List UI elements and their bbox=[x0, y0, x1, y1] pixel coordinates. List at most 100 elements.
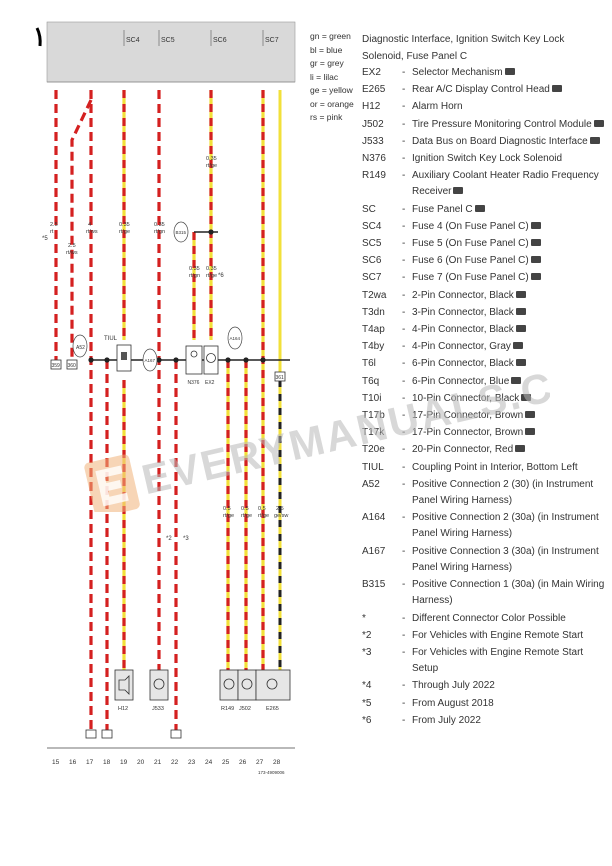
svg-text:0.35: 0.35 bbox=[189, 266, 200, 272]
legend-item: *-Different Connector Color Possible bbox=[362, 611, 608, 627]
legend-description: Rear A/C Display Control Head bbox=[412, 82, 608, 98]
legend-description: 4-Pin Connector, Gray bbox=[412, 339, 608, 355]
legend-code: *2 bbox=[362, 629, 372, 641]
legend-description: 4-Pin Connector, Black bbox=[412, 322, 608, 338]
legend-dash: - bbox=[402, 118, 406, 130]
legend-code: TIUL bbox=[362, 461, 384, 473]
legend-description: Selector Mechanism bbox=[412, 65, 608, 81]
svg-text:16: 16 bbox=[69, 759, 77, 766]
page-corner-mark bbox=[35, 27, 42, 47]
location-icon bbox=[511, 376, 522, 384]
location-icon bbox=[504, 68, 515, 75]
svg-text:0.5: 0.5 bbox=[241, 506, 249, 512]
location-icon bbox=[512, 342, 523, 350]
location-icon bbox=[515, 325, 526, 333]
legend-description-text: Positive Connection 2 (30) (in Instrumen… bbox=[412, 478, 594, 507]
legend-description: Positive Connection 3 (30a) (in Instrume… bbox=[412, 544, 608, 576]
location-icon bbox=[515, 290, 526, 298]
legend-description-text: Fuse 5 (On Fuse Panel C) bbox=[412, 238, 529, 250]
fuse-label-sc6: SC6 bbox=[213, 37, 227, 44]
svg-text:rt/ge: rt/ge bbox=[258, 513, 269, 519]
legend-code: J502 bbox=[362, 118, 384, 130]
svg-text:N376: N376 bbox=[188, 380, 200, 386]
legend-description: For Vehicles with Engine Remote Start Se… bbox=[412, 645, 608, 677]
color-key-entry: gr = grey bbox=[310, 58, 344, 68]
svg-text:24: 24 bbox=[205, 759, 213, 766]
label-a164: A164 bbox=[230, 336, 241, 341]
fuse-label-sc4: SC4 bbox=[126, 37, 140, 44]
legend-description: Data Bus on Board Diagnostic Interface bbox=[412, 134, 608, 150]
location-icon bbox=[525, 411, 536, 419]
svg-text:rt/ws: rt/ws bbox=[66, 250, 78, 256]
color-key-entry: li = lilac bbox=[310, 71, 339, 82]
svg-text:25: 25 bbox=[222, 759, 230, 766]
legend-code: E265 bbox=[362, 84, 386, 96]
legend-description-text: Selector Mechanism bbox=[412, 67, 503, 78]
legend-dash: - bbox=[402, 101, 406, 113]
legend-code: * bbox=[362, 612, 366, 624]
legend-dash: - bbox=[402, 646, 406, 658]
legend-dash: - bbox=[402, 697, 406, 709]
legend-description: Through July 2022 bbox=[412, 678, 608, 694]
legend-description-text: Coupling Point in Interior, Bottom Left bbox=[412, 461, 578, 473]
svg-text:rt/ge: rt/ge bbox=[119, 229, 130, 235]
legend-item: T2wa-2-Pin Connector, Black bbox=[362, 288, 608, 304]
legend-description: Positive Connection 2 (30a) (in Instrume… bbox=[412, 510, 608, 542]
label-a167: A167 bbox=[145, 358, 156, 363]
location-icon bbox=[515, 445, 526, 453]
legend-description: 17-Pin Connector, Brown bbox=[412, 425, 608, 441]
legend-title: Diagnostic Interface, Ignition Switch Ke… bbox=[362, 34, 565, 62]
legend-dash: - bbox=[402, 84, 406, 96]
location-icon bbox=[453, 187, 464, 195]
svg-text:4: 4 bbox=[88, 222, 91, 228]
legend-dash: - bbox=[402, 238, 406, 250]
legend-dash: - bbox=[402, 512, 406, 524]
svg-text:360: 360 bbox=[68, 363, 77, 369]
legend-description-text: 3-Pin Connector, Black bbox=[412, 306, 514, 318]
legend-description-text: Positive Connection 1 (30a) (in Main Wir… bbox=[412, 579, 605, 607]
location-icon bbox=[474, 204, 485, 212]
svg-text:26: 26 bbox=[239, 759, 247, 766]
legend-code: SC4 bbox=[362, 220, 382, 232]
fuse-panel-header bbox=[46, 21, 296, 83]
svg-text:22: 22 bbox=[171, 759, 179, 766]
svg-text:rt/ge: rt/ge bbox=[223, 513, 234, 519]
svg-text:*6: *6 bbox=[218, 273, 224, 279]
legend-item: T20e-20-Pin Connector, Red bbox=[362, 442, 608, 458]
legend-code: *4 bbox=[362, 680, 372, 692]
svg-text:J502: J502 bbox=[239, 706, 251, 712]
legend-dash: - bbox=[402, 324, 406, 336]
legend-code: EX2 bbox=[362, 67, 381, 78]
fuse-label-sc5: SC5 bbox=[161, 37, 175, 44]
color-key-entry: rs = pink bbox=[310, 112, 343, 122]
legend-description: Fuse 4 (On Fuse Panel C) bbox=[412, 219, 608, 235]
legend-code: T6l bbox=[362, 358, 376, 370]
legend-code: T2wa bbox=[362, 289, 387, 301]
ground-terminals: 359 360 361 bbox=[50, 359, 286, 739]
location-icon bbox=[515, 359, 526, 367]
svg-text:*5: *5 bbox=[42, 236, 48, 242]
footnote-marks: *5 *2 *3 *6 bbox=[42, 236, 224, 542]
svg-text:0.35: 0.35 bbox=[206, 156, 217, 162]
svg-text:17: 17 bbox=[86, 759, 94, 766]
legend-item: T10i-10-Pin Connector, Black bbox=[362, 391, 608, 407]
legend-code: A167 bbox=[362, 545, 386, 557]
svg-text:0.35: 0.35 bbox=[206, 266, 217, 272]
svg-text:0.5: 0.5 bbox=[223, 506, 231, 512]
legend-description-text: Positive Connection 3 (30a) (in Instrume… bbox=[412, 545, 599, 573]
legend-code: T10i bbox=[362, 392, 382, 404]
legend-item: N376-Ignition Switch Key Lock Solenoid bbox=[362, 151, 608, 167]
svg-text:15: 15 bbox=[52, 759, 60, 766]
legend-item: SC4-Fuse 4 (On Fuse Panel C) bbox=[362, 219, 608, 235]
legend-description-text: Alarm Horn bbox=[412, 101, 463, 113]
legend-code: N376 bbox=[362, 153, 386, 165]
legend-description: From July 2022 bbox=[412, 713, 608, 729]
legend-dash: - bbox=[402, 392, 406, 404]
splice-dots bbox=[88, 229, 266, 363]
legend-dash: - bbox=[402, 478, 406, 490]
svg-text:2.5: 2.5 bbox=[50, 222, 58, 228]
location-icon bbox=[593, 119, 604, 127]
legend-dash: - bbox=[402, 680, 406, 692]
legend-item: TIUL-Coupling Point in Interior, Bottom … bbox=[362, 460, 608, 476]
legend-item: B315-Positive Connection 1 (30a) (in Mai… bbox=[362, 577, 608, 609]
